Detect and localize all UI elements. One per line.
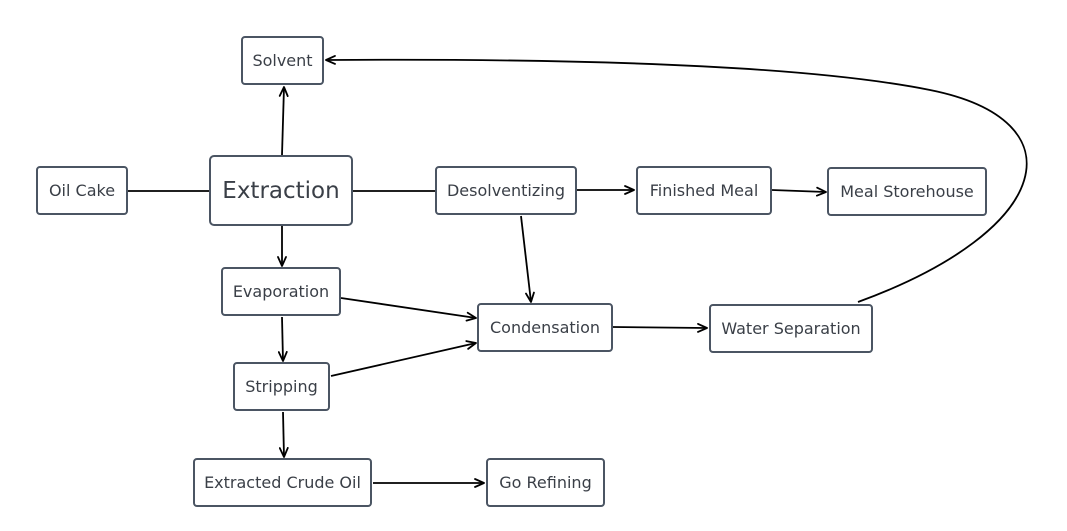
node-condensation[interactable]: Condensation [477, 303, 613, 352]
node-water-separation[interactable]: Water Separation [709, 304, 873, 353]
edge-finished-meal-to-meal-storehouse [771, 186, 827, 197]
edge-evaporation-to-stripping [277, 316, 288, 362]
edge-water-separation-to-solvent [325, 55, 1028, 303]
edge-condensation-to-water-separation [612, 323, 708, 333]
edge-stripping-to-condensation [330, 340, 477, 377]
node-evaporation[interactable]: Evaporation [221, 267, 341, 316]
node-stripping[interactable]: Stripping [233, 362, 330, 411]
node-go-refining[interactable]: Go Refining [486, 458, 605, 507]
node-solvent[interactable]: Solvent [241, 36, 324, 85]
node-finished-meal[interactable]: Finished Meal [636, 166, 772, 215]
node-extracted-crude-oil[interactable]: Extracted Crude Oil [193, 458, 372, 507]
edge-stripping-to-extracted-crude-oil [278, 411, 289, 458]
edge-extraction-to-solvent [278, 86, 289, 156]
node-oil-cake[interactable]: Oil Cake [36, 166, 128, 215]
edge-desolventizing-to-condensation [520, 215, 535, 303]
edge-evaporation-to-condensation [340, 297, 477, 322]
node-extraction[interactable]: Extraction [209, 155, 353, 226]
node-desolventizing[interactable]: Desolventizing [435, 166, 577, 215]
node-meal-storehouse[interactable]: Meal Storehouse [827, 167, 987, 216]
